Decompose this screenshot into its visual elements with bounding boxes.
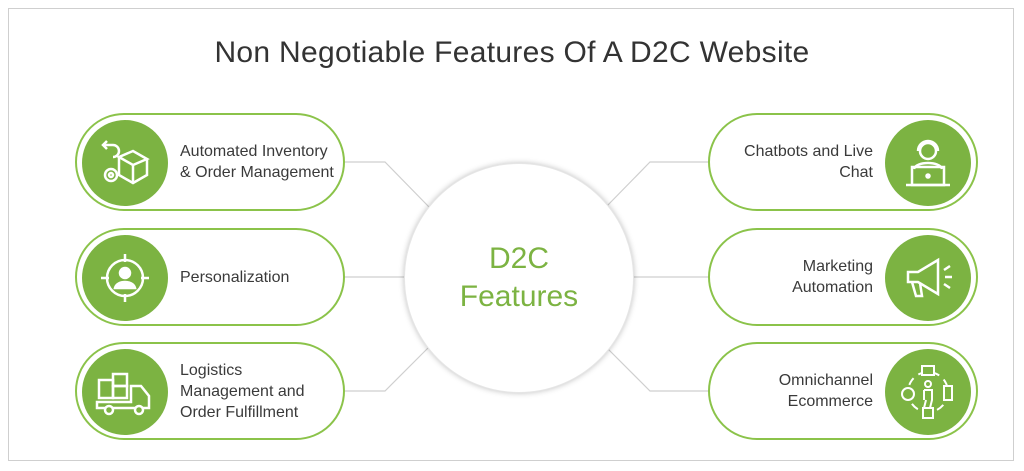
frame-border (8, 8, 1014, 461)
support-agent-laptop-icon (885, 120, 971, 206)
connector-left-1 (345, 161, 431, 209)
delivery-truck-icon (82, 349, 168, 435)
feature-omnichannel: Omnichannel Ecommerce (708, 342, 978, 440)
feature-label: Logistics Management and Order Fulfillme… (180, 361, 305, 421)
feature-logistics: Logistics Management and Order Fulfillme… (75, 342, 345, 440)
feature-label: Marketing Automation (792, 258, 873, 296)
center-line1: D2C (488, 242, 549, 275)
feature-inventory: Automated Inventory & Order Management (75, 113, 345, 211)
feature-marketing: Marketing Automation (708, 228, 978, 326)
user-target-icon (82, 235, 168, 321)
feature-personalization: Personalization (75, 228, 345, 326)
connector-right-1 (604, 161, 708, 209)
center-line2: Features (459, 280, 579, 313)
feature-label: Omnichannel Ecommerce (778, 372, 873, 410)
inventory-box-gear-icon (82, 120, 168, 206)
feature-label: Chatbots and Live Chat (744, 143, 873, 181)
omnichannel-icon (885, 349, 971, 435)
connector-right-3 (604, 345, 708, 392)
center-circle: D2C Features (404, 163, 634, 393)
feature-chatbots: Chatbots and Live Chat (708, 113, 978, 211)
feature-label: Personalization (180, 268, 290, 286)
feature-label: Automated Inventory & Order Management (180, 143, 334, 181)
connector-left-3 (345, 345, 431, 392)
megaphone-icon (885, 235, 971, 321)
page-title: Non Negotiable Features Of A D2C Website (214, 36, 810, 69)
